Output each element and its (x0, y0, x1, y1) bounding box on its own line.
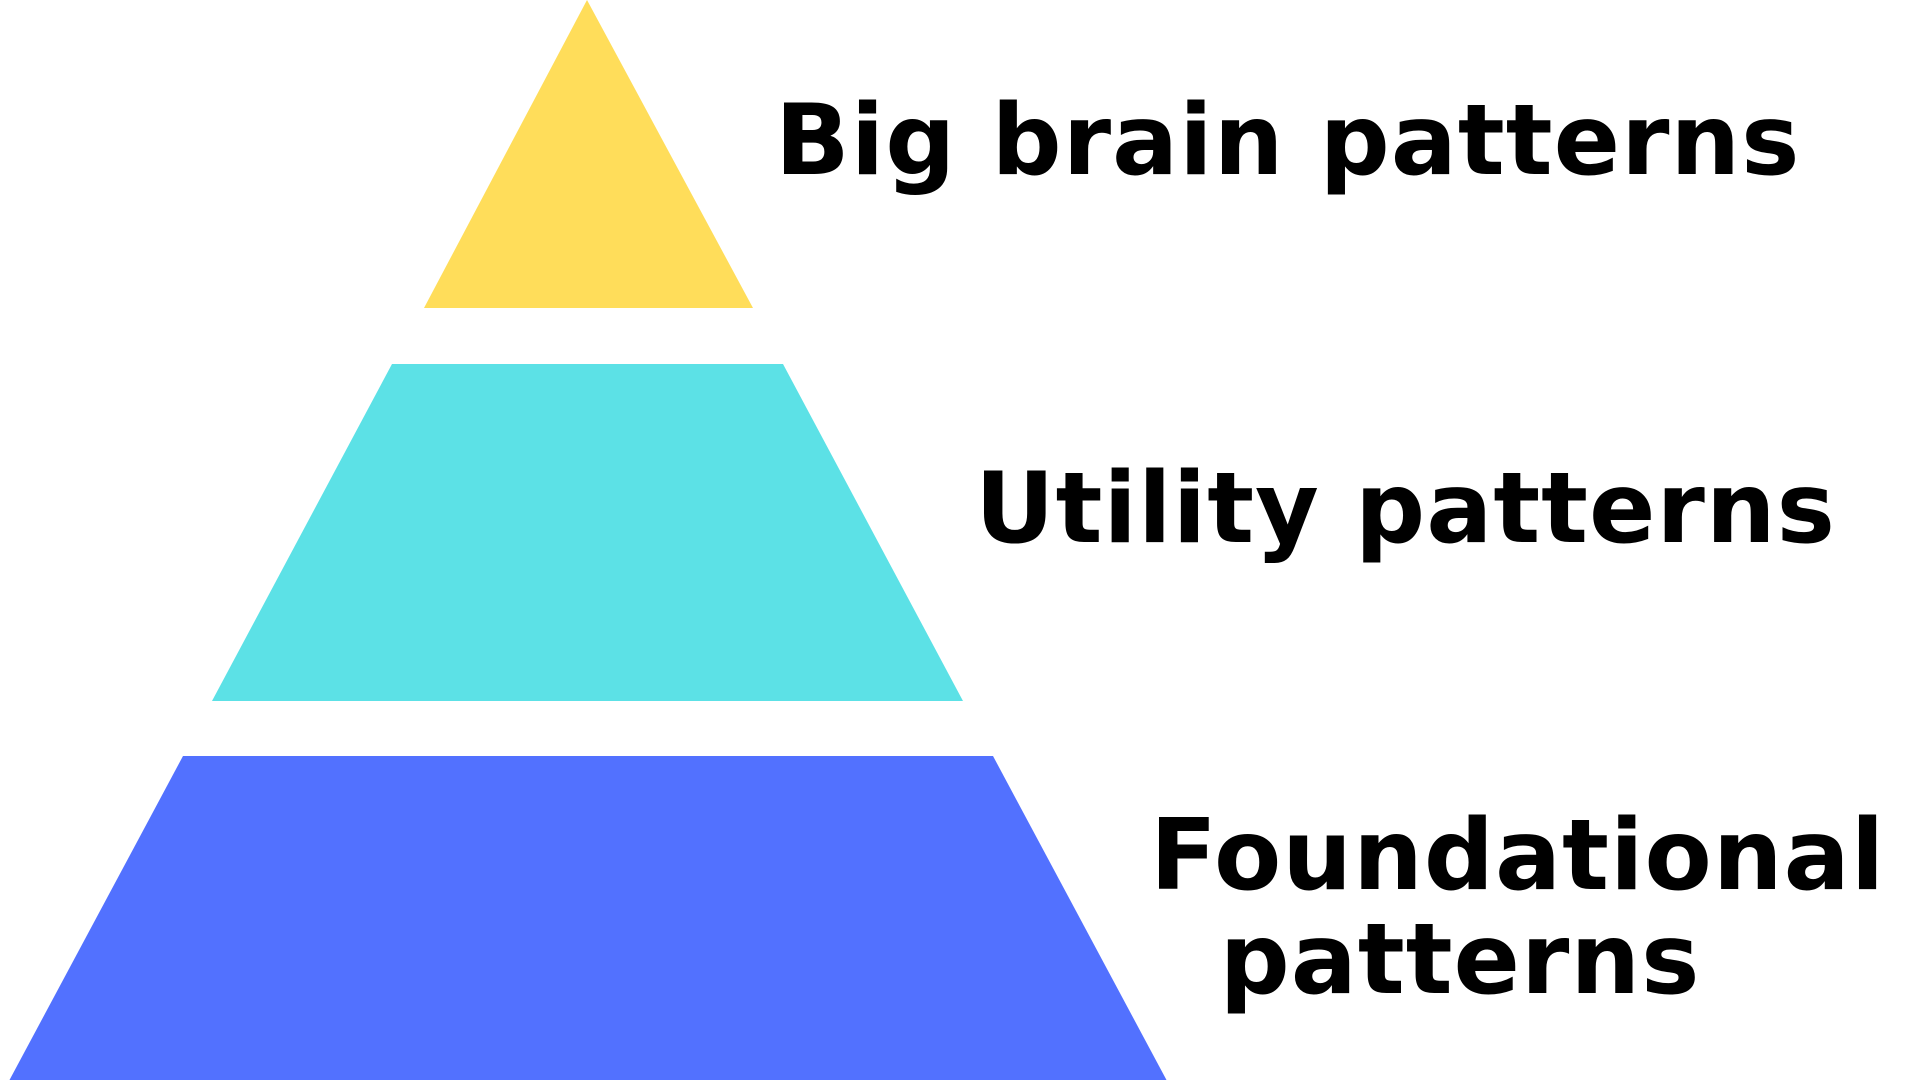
tier-bottom-trapezoid (9, 756, 1167, 1080)
tier-top-triangle (424, 0, 753, 308)
tier-bottom-label-line-1: Foundational (1150, 799, 1886, 913)
tier-middle-trapezoid (212, 364, 963, 701)
tier-middle-label: Utility patterns (975, 452, 1836, 566)
tier-bottom-label-line-2: patterns (1219, 902, 1701, 1017)
tier-top-label: Big brain patterns (775, 84, 1801, 198)
tier-bottom-label: Foundational patterns (1150, 799, 1886, 1017)
